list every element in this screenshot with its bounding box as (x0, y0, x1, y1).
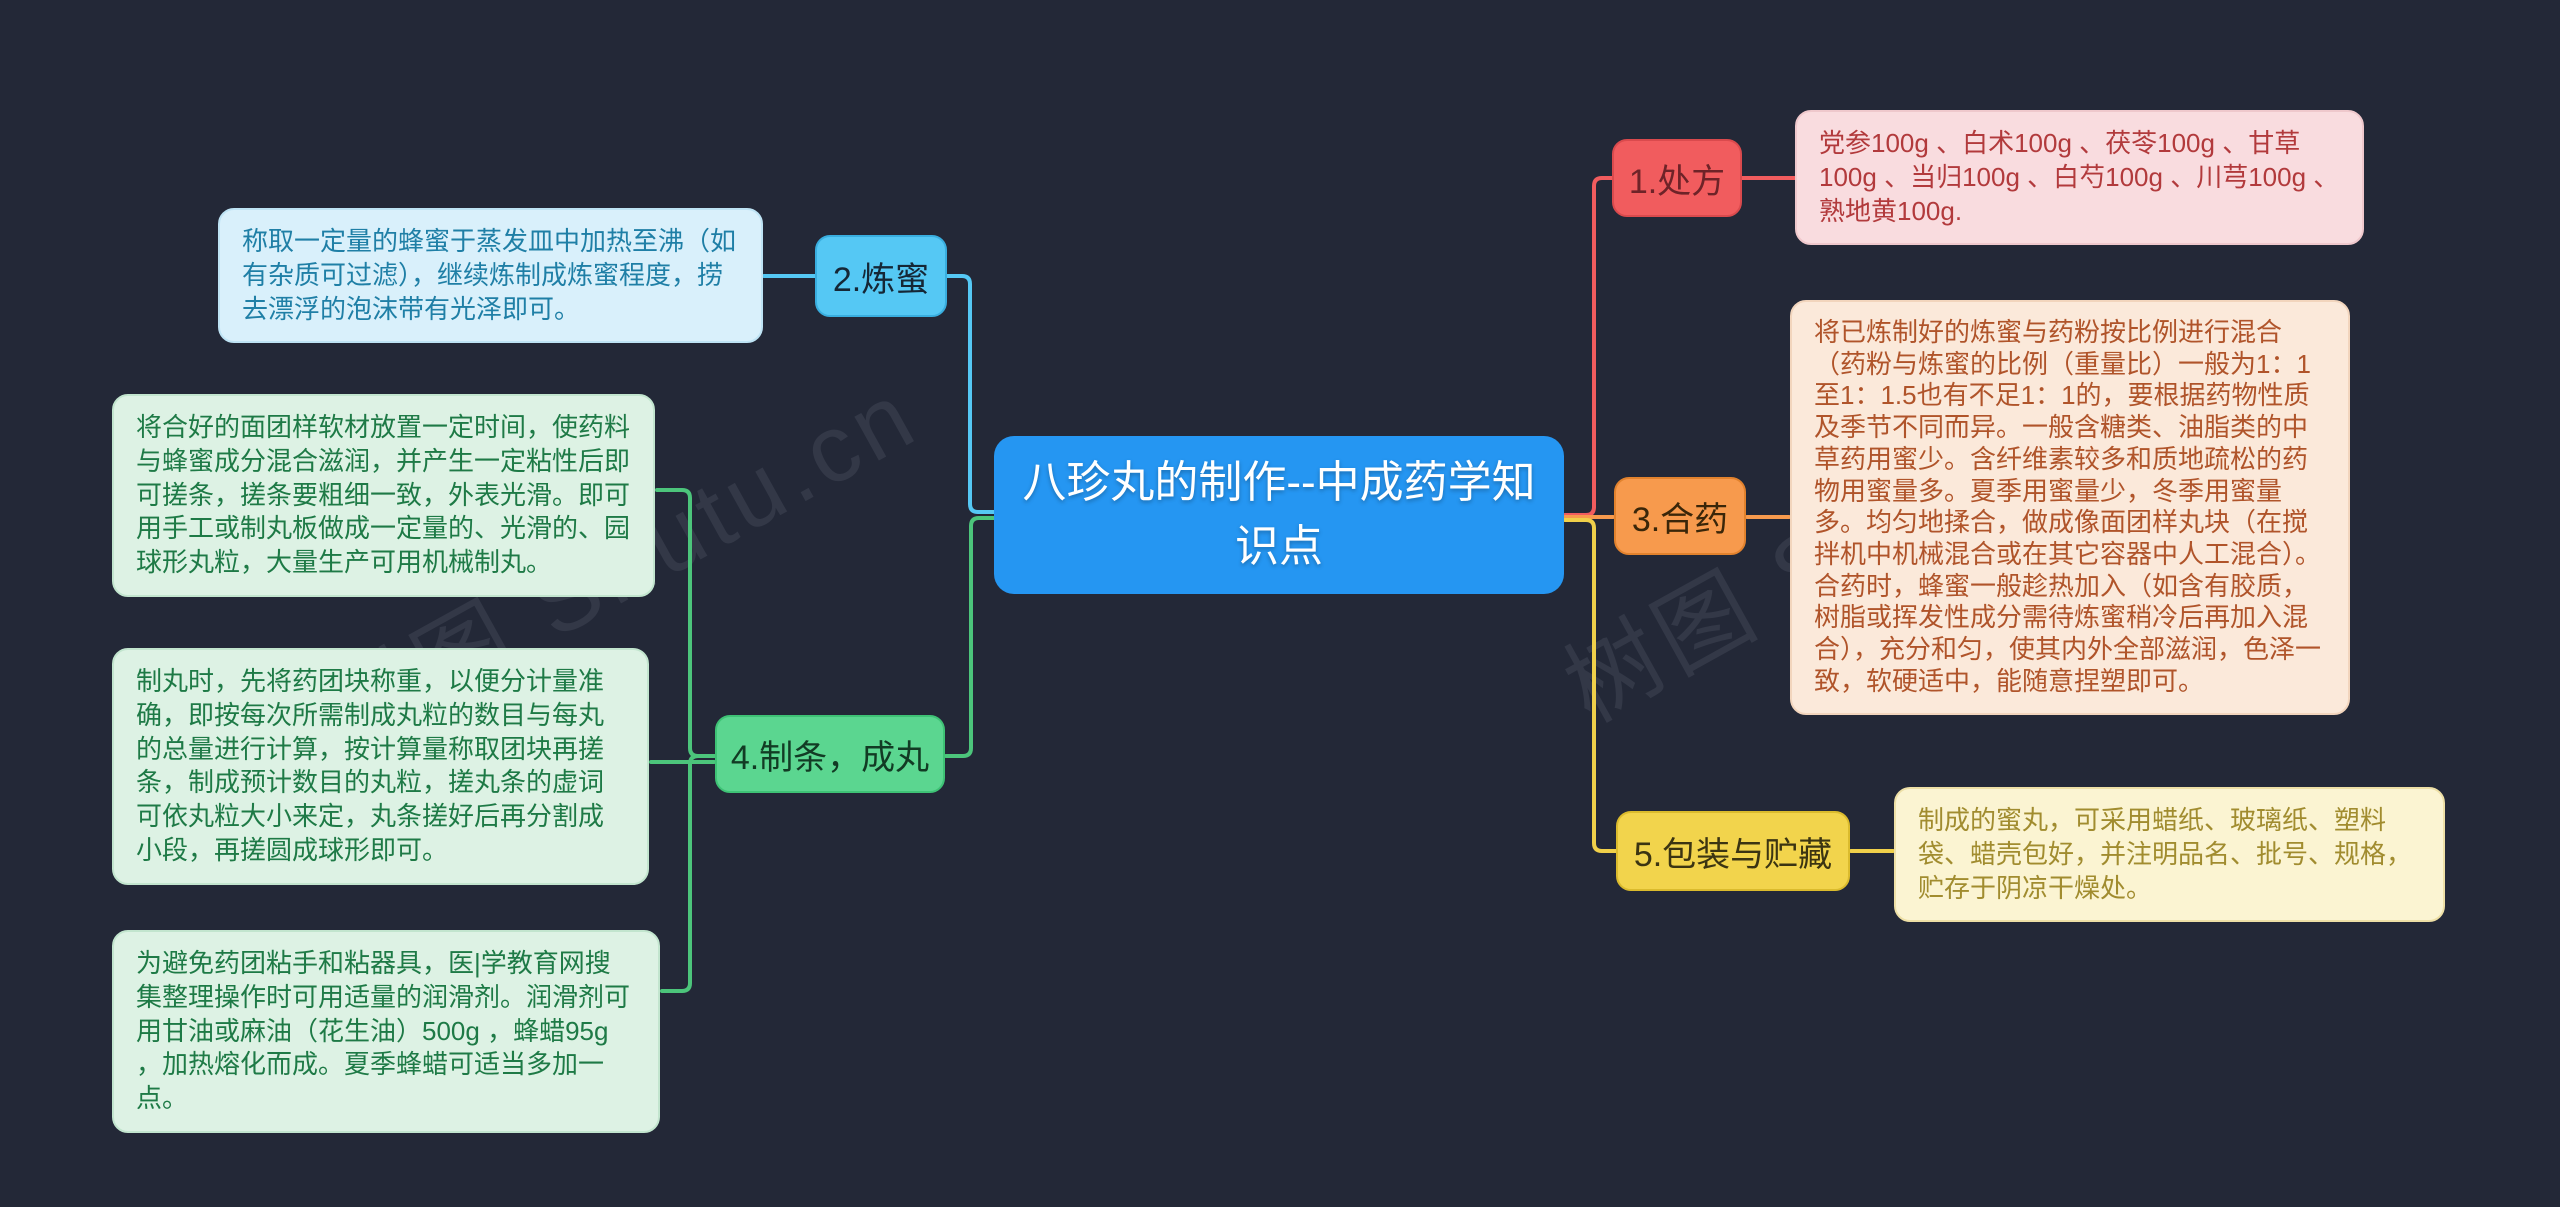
note-zhitiao-softmass[interactable]: 将合好的面团样软材放置一定时间，使药料与蜂蜜成分混合滋润，并产生一定粘性后即可搓… (112, 394, 655, 597)
center-topic-node[interactable]: 八珍丸的制作--中成药学知识点 (994, 436, 1564, 594)
connector-zhitiao-note3 (660, 754, 716, 993)
connector-chufang-center (1563, 176, 1614, 517)
branch-node-heyao[interactable]: 3.合药 (1614, 477, 1746, 555)
connector-zhitiao-center (944, 516, 997, 758)
connector-lianmi-center (944, 274, 997, 514)
note-chufang-ingredients[interactable]: 党参100g 、白术100g 、茯苓100g 、甘草100g 、当归100g 、… (1795, 110, 2364, 246)
note-zhitiao-lubricant[interactable]: 为避免药团粘手和粘器具，医|学教育网搜集整理操作时可用适量的润滑剂。润滑剂可用甘… (112, 930, 660, 1133)
branch-node-chufang[interactable]: 1.处方 (1612, 139, 1742, 217)
note-heyao-method[interactable]: 将已炼制好的炼蜜与药粉按比例进行混合（药粉与炼蜜的比例（重量比）一般为1：1至1… (1790, 300, 2350, 715)
connector-baozhuang-center (1563, 518, 1618, 853)
note-baozhuang-storage[interactable]: 制成的蜜丸，可采用蜡纸、玻璃纸、塑料袋、蜡壳包好，并注明品名、批号、规格，贮存于… (1894, 787, 2445, 923)
branch-node-baozhuang[interactable]: 5.包装与贮藏 (1616, 811, 1850, 891)
note-zhitiao-weighing[interactable]: 制丸时，先将药团块称重，以便分计量准确，即按每次所需制成丸粒的数目与每丸的总量进… (112, 648, 649, 885)
note-lianmi-method[interactable]: 称取一定量的蜂蜜于蒸发皿中加热至沸（如有杂质可过滤），继续炼制成炼蜜程度，捞去漂… (218, 208, 763, 344)
branch-node-lianmi[interactable]: 2.炼蜜 (815, 235, 947, 317)
connector-zhitiao-note1 (655, 488, 716, 758)
branch-node-zhitiao-chengwan[interactable]: 4.制条，成丸 (715, 715, 945, 793)
